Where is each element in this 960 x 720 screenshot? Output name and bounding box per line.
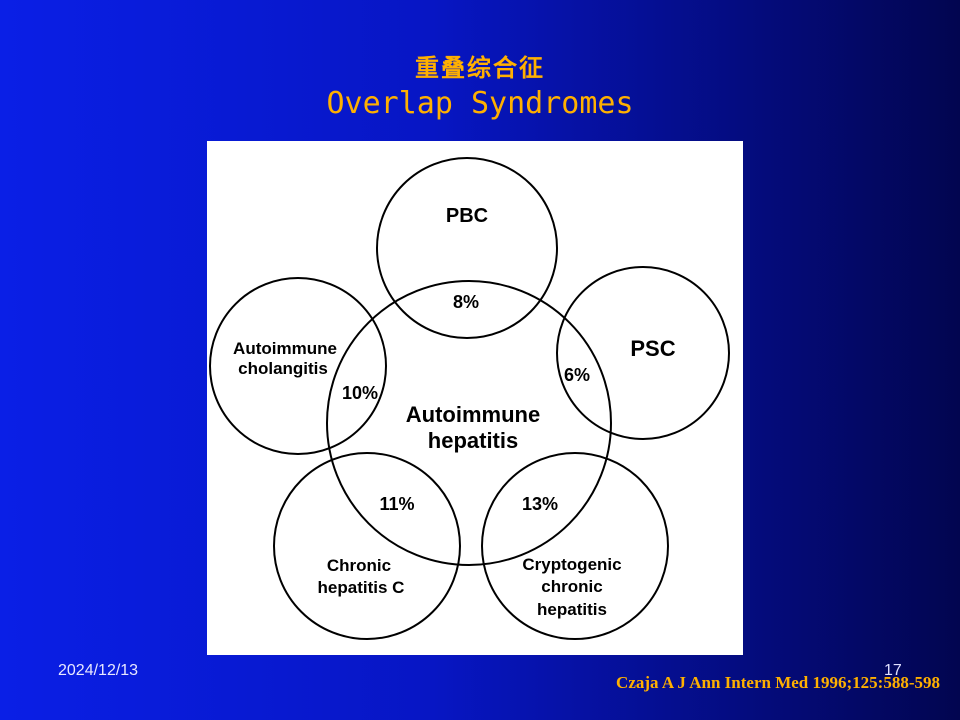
overlap-chronic-hepatitis-c-percent: 11% xyxy=(379,494,414,514)
label-autoimmune-hepatitis-line1: Autoimmune xyxy=(406,402,540,427)
overlap-venn-diagram: PBC 8% PSC 6% Autoimmune cholangitis 10%… xyxy=(209,157,730,640)
circle-cryptogenic-chronic-hepatitis xyxy=(481,452,669,640)
slide-citation: Czaja A J Ann Intern Med 1996;125:588-59… xyxy=(616,673,940,692)
circle-chronic-hepatitis-c xyxy=(273,452,461,640)
label-cryptogenic-line3: hepatitis xyxy=(537,600,607,619)
circle-autoimmune-cholangitis xyxy=(209,277,387,455)
circle-psc xyxy=(556,266,730,440)
overlap-diagram-figure: PBC 8% PSC 6% Autoimmune cholangitis 10%… xyxy=(207,141,743,655)
overlap-psc-percent: 6% xyxy=(564,365,590,385)
label-chronic-hepatitis-c-line2: hepatitis C xyxy=(318,578,405,597)
label-autoimmune-cholangitis-line2: cholangitis xyxy=(238,359,328,378)
label-pbc: PBC xyxy=(446,205,488,227)
label-cryptogenic-line1: Cryptogenic xyxy=(522,555,621,574)
slide-title-english: Overlap Syndromes xyxy=(326,86,634,121)
label-autoimmune-cholangitis-line1: Autoimmune xyxy=(233,339,337,358)
overlap-autoimmune-cholangitis-percent: 10% xyxy=(342,383,378,403)
label-cryptogenic-line2: chronic xyxy=(541,577,602,596)
label-psc: PSC xyxy=(630,336,675,361)
label-chronic-hepatitis-c-line1: Chronic xyxy=(327,556,391,575)
circle-pbc xyxy=(376,157,558,339)
overlap-cryptogenic-percent: 13% xyxy=(522,494,558,514)
slide-page-number: 17 xyxy=(884,662,902,679)
slide-date: 2024/12/13 xyxy=(58,662,139,679)
slide-title-chinese: 重叠综合征 xyxy=(415,54,545,82)
label-autoimmune-hepatitis-line2: hepatitis xyxy=(428,428,518,453)
overlap-pbc-percent: 8% xyxy=(453,292,479,312)
circle-autoimmune-hepatitis xyxy=(326,280,612,566)
